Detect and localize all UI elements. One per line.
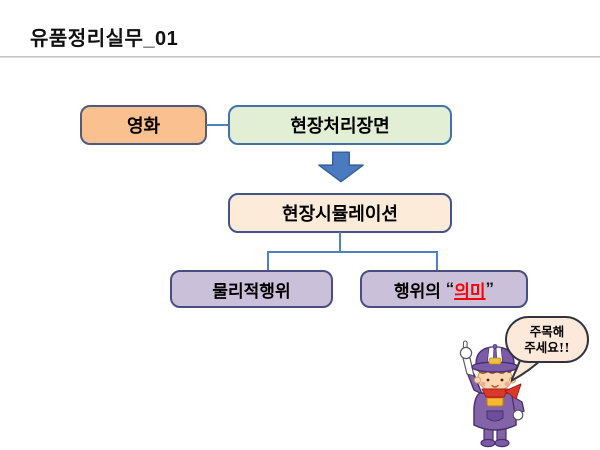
title-divider bbox=[0, 56, 600, 58]
flow-node-meaning-prefix: 행위의 bbox=[394, 281, 446, 301]
speech-bubble: 주목해 주세요!! bbox=[505, 316, 589, 363]
flow-node-simulation: 현장시뮬레이션 bbox=[228, 193, 452, 233]
connector-movie-scene bbox=[206, 124, 229, 126]
flow-node-simulation-label: 현장시뮬레이션 bbox=[282, 204, 398, 224]
flow-node-movie: 영화 bbox=[80, 105, 207, 145]
speech-bubble-line1: 주목해 bbox=[529, 323, 565, 339]
open-quote: “ bbox=[445, 279, 455, 298]
connector-drop-left bbox=[267, 251, 269, 271]
mascot-character-icon bbox=[459, 340, 525, 448]
flow-node-scene-label: 현장처리장면 bbox=[290, 116, 390, 136]
flow-node-physical: 물리적행위 bbox=[170, 270, 333, 308]
slide-title: 유품정리실무_01 bbox=[30, 28, 179, 50]
flow-node-meaning: 행위의 “의미” bbox=[360, 270, 528, 308]
connector-horizontal bbox=[267, 251, 438, 253]
flow-node-scene: 현장처리장면 bbox=[228, 105, 452, 145]
down-arrow-icon bbox=[318, 151, 364, 183]
close-quote: ” bbox=[485, 279, 494, 298]
connector-drop-right bbox=[436, 251, 438, 271]
flow-node-movie-label: 영화 bbox=[126, 116, 161, 136]
flow-node-meaning-highlight: 의미 bbox=[454, 281, 486, 301]
flow-node-physical-label: 물리적행위 bbox=[212, 281, 291, 301]
speech-bubble-line2: 주세요!! bbox=[524, 339, 570, 355]
connector-stem bbox=[339, 232, 341, 252]
